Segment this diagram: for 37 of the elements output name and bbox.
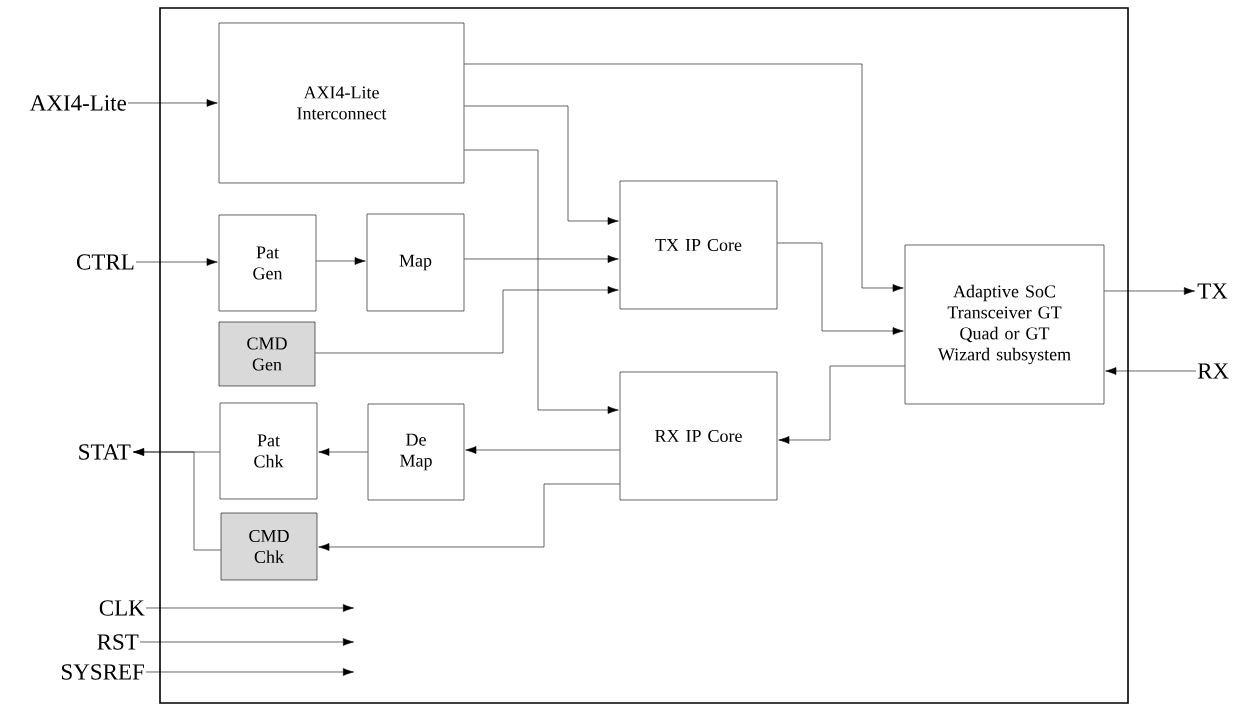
process-box: CMD Chk bbox=[220, 512, 318, 581]
arrow bbox=[318, 448, 368, 456]
process-box: RX IP Core bbox=[619, 371, 778, 501]
process-box: Pat Chk bbox=[219, 402, 318, 500]
signal-label: RST bbox=[97, 634, 139, 650]
signal-label: CLK bbox=[99, 600, 145, 616]
arrow bbox=[127, 99, 218, 107]
arrow bbox=[145, 604, 354, 612]
arrow bbox=[135, 258, 218, 266]
process-box: AXI4-Lite Interconnect bbox=[218, 22, 465, 184]
process-box: CMD Gen bbox=[218, 321, 316, 387]
arrow bbox=[464, 63, 904, 292]
arrow bbox=[1105, 367, 1197, 375]
arrow bbox=[464, 105, 619, 225]
signal-label: AXI4-Lite bbox=[29, 95, 126, 111]
arrow bbox=[139, 638, 354, 646]
signal-label: SYSREF bbox=[61, 664, 144, 680]
arrow bbox=[778, 365, 905, 444]
arrow bbox=[145, 668, 354, 676]
arrow bbox=[465, 446, 620, 454]
process-box: Pat Gen bbox=[218, 214, 317, 312]
signal-label: CTRL bbox=[76, 254, 134, 270]
signal-label: STAT bbox=[79, 444, 131, 460]
process-box: De Map bbox=[367, 403, 465, 501]
arrow bbox=[464, 255, 619, 263]
arrow bbox=[777, 242, 904, 335]
process-box: Map bbox=[366, 213, 465, 312]
process-box: TX IP Core bbox=[619, 180, 778, 310]
arrow bbox=[464, 149, 619, 414]
process-box: Adaptive SoC Transceiver GT Quad or GT Wizard subsystem bbox=[904, 244, 1105, 405]
arrow bbox=[315, 286, 619, 354]
signal-label: TX bbox=[1197, 283, 1228, 299]
signal-label: RX bbox=[1197, 363, 1229, 379]
arrow bbox=[133, 448, 221, 551]
arrow bbox=[1104, 287, 1195, 295]
arrow bbox=[316, 257, 366, 265]
arrow bbox=[318, 483, 620, 551]
